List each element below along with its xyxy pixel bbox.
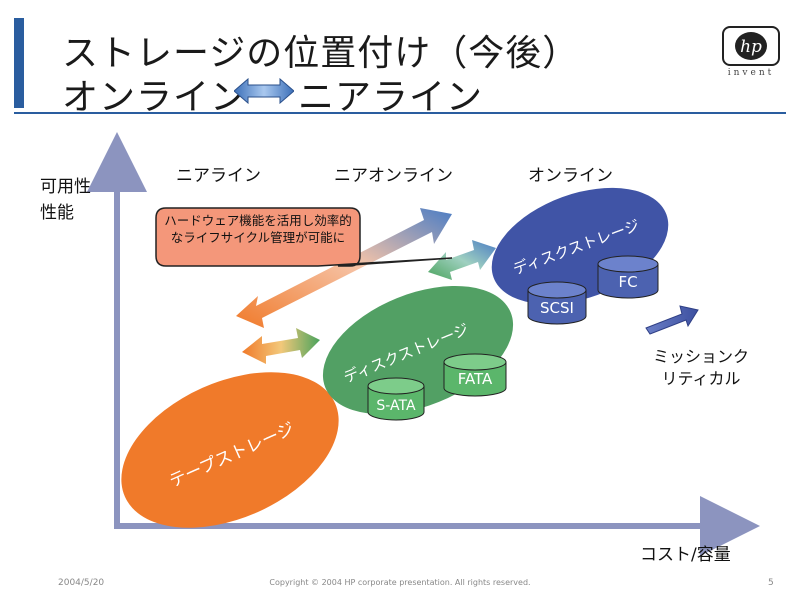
footer-copyright: Copyright © 2004 HP corporate presentati…	[269, 578, 531, 587]
callout-text: ハードウェア機能を活用し効率的なライフサイクル管理が可能に	[164, 213, 352, 245]
sata-drive: S-ATA	[367, 377, 425, 421]
lifecycle-arrow-tape-to-nearonline	[242, 328, 320, 364]
sata-label: S-ATA	[376, 398, 416, 414]
category-nearline: ニアライン	[176, 166, 261, 186]
category-near-online: ニアオンライン	[334, 166, 453, 186]
scsi-label: SCSI	[540, 299, 574, 317]
footer-date: 2004/5/20	[58, 578, 105, 588]
footer-page-number: 5	[768, 578, 774, 588]
tape-storage-ellipse	[121, 372, 339, 528]
lifecycle-arrow-nearonline-to-online	[428, 240, 496, 280]
mission-critical-label: ミッションクリティカル	[652, 347, 749, 388]
fc-label: FC	[618, 273, 637, 291]
category-online: オンライン	[528, 166, 613, 186]
title-line-1: ストレージの位置付け（今後）	[62, 33, 580, 74]
hp-logo-mark: hp	[740, 37, 762, 57]
scsi-drive: SCSI	[527, 281, 587, 325]
double-arrow-icon	[234, 78, 294, 104]
y-axis-label: 可用性 性能	[40, 177, 91, 223]
x-axis-label: コスト/容量	[640, 545, 731, 565]
title-line-2-right: ニアライン	[298, 77, 484, 118]
fata-drive: FATA	[443, 353, 507, 397]
callout-bubble	[155, 207, 453, 267]
accent-bar	[14, 18, 24, 108]
hp-logo-tagline: invent	[727, 68, 775, 78]
fata-label: FATA	[458, 370, 493, 388]
fc-drive: FC	[597, 255, 659, 299]
title-line-2-left: オンライン	[62, 77, 248, 118]
lifecycle-arrow-long	[236, 208, 452, 328]
mission-critical-arrow	[645, 305, 699, 335]
hp-logo-icon: hp	[722, 26, 780, 66]
title-divider	[14, 112, 786, 114]
